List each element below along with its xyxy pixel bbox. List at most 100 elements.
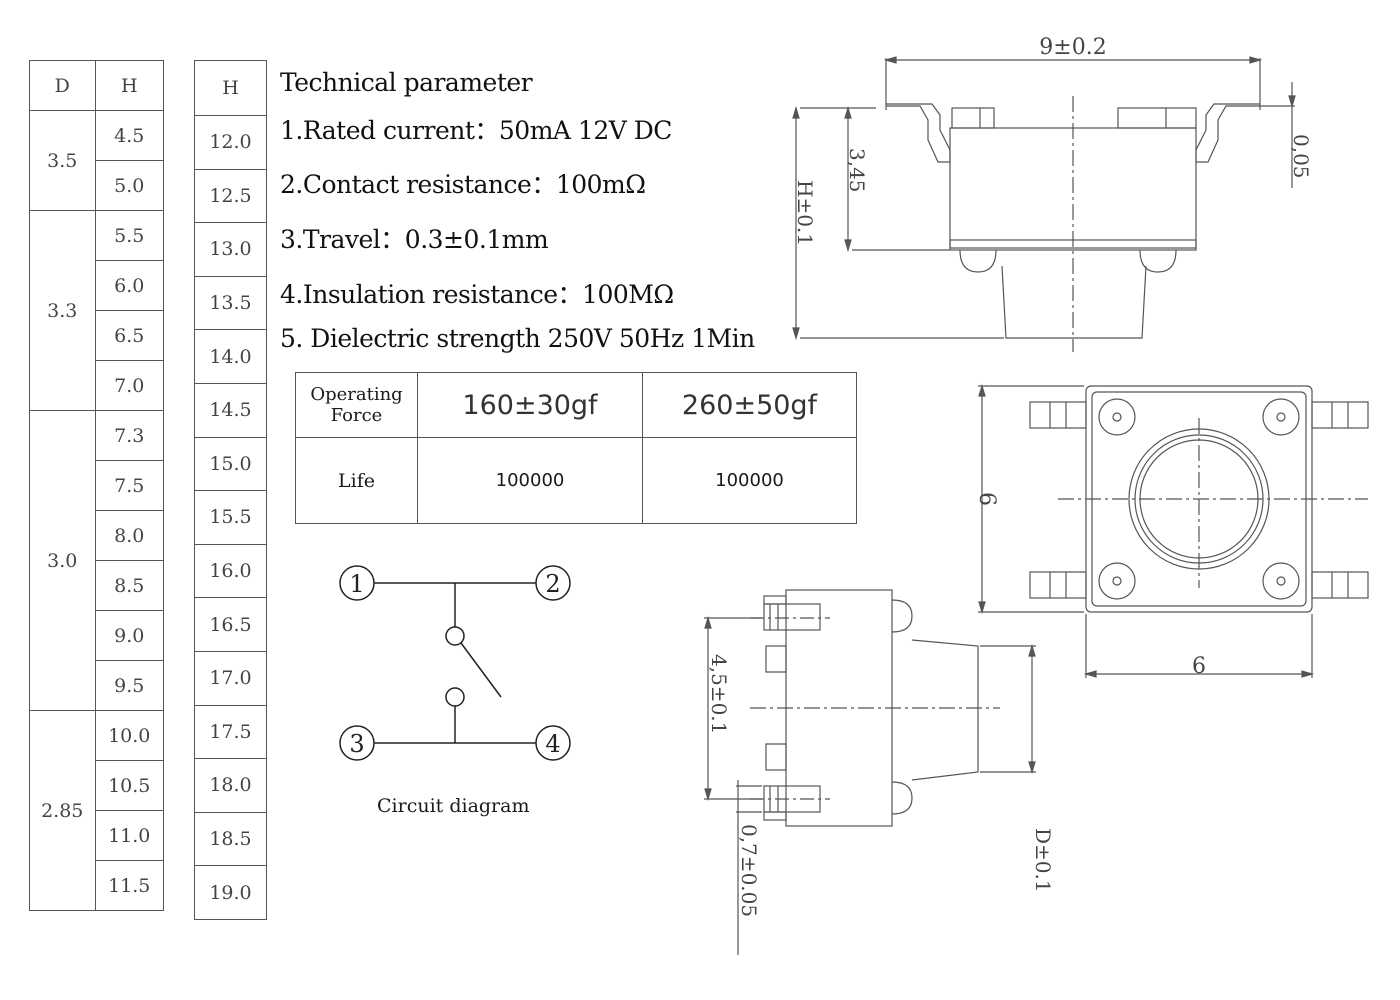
- dim-body-side: 6: [974, 492, 999, 506]
- dim-d-tol: D±0.1: [1031, 828, 1055, 893]
- table-row: 15.0: [194, 436, 267, 492]
- h-value-cell: 4.5: [94, 110, 165, 161]
- h-header-row: H: [194, 60, 267, 116]
- table-row: 18.5: [194, 811, 267, 867]
- dim-lead-width: 0,7±0.05: [737, 824, 761, 917]
- table-row: 10.5: [30, 760, 165, 811]
- table-row: 13.0: [194, 222, 267, 277]
- tech-item-insulation: 4.Insulation resistance：100MΩ: [280, 280, 674, 309]
- h-value-cell: 13.0: [194, 222, 267, 277]
- h-value-cell: 18.5: [194, 811, 267, 867]
- dim-lead-offset: 0,05: [1289, 134, 1313, 179]
- table-row: 14.5: [194, 382, 267, 438]
- h-value-cell: 15.5: [194, 490, 267, 545]
- table-row: 11.5: [30, 860, 165, 911]
- h-value-cell: 14.0: [194, 329, 267, 384]
- table-row: 16.0: [194, 543, 267, 599]
- h-value-cell: 17.0: [194, 650, 267, 706]
- operating-force-label: Operating Force: [295, 372, 418, 438]
- h-value-cell: 10.0: [94, 710, 165, 761]
- h-value-cell: 6.5: [94, 310, 165, 361]
- h-value-cell: 10.5: [94, 760, 165, 811]
- dim-width-top: 9±0.2: [1039, 35, 1106, 60]
- header-d: D: [29, 60, 96, 111]
- table-row: 7.0: [30, 360, 165, 411]
- pin-2-label: 2: [545, 570, 560, 598]
- tech-title: Technical parameter: [280, 68, 533, 97]
- table-row: 5.0: [30, 160, 165, 211]
- table-row: 14.0: [194, 329, 267, 384]
- table-row: 18.0: [194, 758, 267, 813]
- h-value-cell: 19.0: [194, 865, 267, 920]
- h-value-cell: 16.5: [194, 597, 267, 652]
- table-row: 15.5: [194, 490, 267, 545]
- h-value-cell: 9.0: [94, 610, 165, 661]
- h-value-cell: 18.0: [194, 758, 267, 813]
- table-row: 13.5: [194, 275, 267, 331]
- h-value-cell: 11.0: [94, 810, 165, 861]
- h-value-cell: 8.0: [94, 510, 165, 561]
- operating-label-line2: Force: [330, 405, 383, 426]
- dim-pitch: 4,5±0.1: [707, 654, 731, 734]
- life-label: Life: [295, 437, 418, 524]
- table-row: 16.5: [194, 597, 267, 652]
- d-value-cell: 3.3: [29, 210, 96, 411]
- table-row: 17.5: [194, 704, 267, 760]
- h-value-cell: 13.5: [194, 275, 267, 331]
- life-value-b: 100000: [642, 437, 857, 524]
- d-value-cell: 3.0: [29, 410, 96, 711]
- top-view-drawing: 6 6: [974, 383, 1369, 679]
- force-value-a: 160±30gf: [417, 372, 643, 438]
- h-value-cell: 12.5: [194, 168, 267, 224]
- table-row: 9.5: [30, 660, 165, 711]
- table-row: 6.0: [30, 260, 165, 311]
- side-view-drawing: 4,5±0.1 0,7±0.05 D±0.1: [704, 589, 1055, 955]
- h-value-cell: 5.0: [94, 160, 165, 211]
- h-value-cell: 12.0: [194, 115, 267, 170]
- table-row: 7.5: [30, 460, 165, 511]
- circuit-caption: Circuit diagram: [377, 795, 530, 817]
- table-row: 8.5: [30, 560, 165, 611]
- h-value-cell: 7.0: [94, 360, 165, 411]
- tech-item-rated-current: 1.Rated current：50mA 12V DC: [280, 116, 672, 145]
- d-value-cell: 2.85: [29, 710, 96, 911]
- tech-item-dielectric: 5. Dielectric strength 250V 50Hz 1Min: [280, 324, 755, 353]
- pin-4-label: 4: [545, 730, 560, 758]
- table-row: 9.0: [30, 610, 165, 661]
- header-h: H: [94, 60, 165, 111]
- dim-height-total: H±0.1: [793, 180, 817, 246]
- h-value-cell: 14.5: [194, 382, 267, 438]
- force-life-table: Operating Force 160±30gf 260±50gf Life 1…: [295, 372, 857, 524]
- h-value-cell: 6.0: [94, 260, 165, 311]
- h-value-cell: 15.0: [194, 436, 267, 492]
- table-row: 12.0: [194, 115, 267, 170]
- h-value-cell: 7.3: [94, 410, 165, 461]
- front-view-drawing: 9±0.2 H±0.1 3,45 0,05: [792, 35, 1313, 352]
- h-value-cell: 9.5: [94, 660, 165, 711]
- pin-3-label: 3: [349, 730, 364, 758]
- table-row: 8.0: [30, 510, 165, 561]
- table-row: 12.5: [194, 168, 267, 224]
- header-h: H: [194, 60, 267, 116]
- circuit-diagram: 1 2 3 4: [339, 565, 571, 761]
- dim-body-bottom: 6: [1192, 654, 1206, 679]
- h-value-cell: 16.0: [194, 543, 267, 599]
- dim-height-body: 3,45: [845, 148, 869, 193]
- life-value-a: 100000: [417, 437, 643, 524]
- table-row: 19.0: [194, 865, 267, 920]
- tech-item-contact-resistance: 2.Contact resistance：100mΩ: [280, 170, 646, 199]
- pin-1-label: 1: [349, 570, 364, 598]
- h-value-cell: 17.5: [194, 704, 267, 760]
- h-value-cell: 8.5: [94, 560, 165, 611]
- force-value-b: 260±50gf: [642, 372, 857, 438]
- h-value-cell: 11.5: [94, 860, 165, 911]
- table-row: 11.0: [30, 810, 165, 861]
- table-row: 17.0: [194, 650, 267, 706]
- h-value-cell: 7.5: [94, 460, 165, 511]
- d-value-cell: 3.5: [29, 110, 96, 211]
